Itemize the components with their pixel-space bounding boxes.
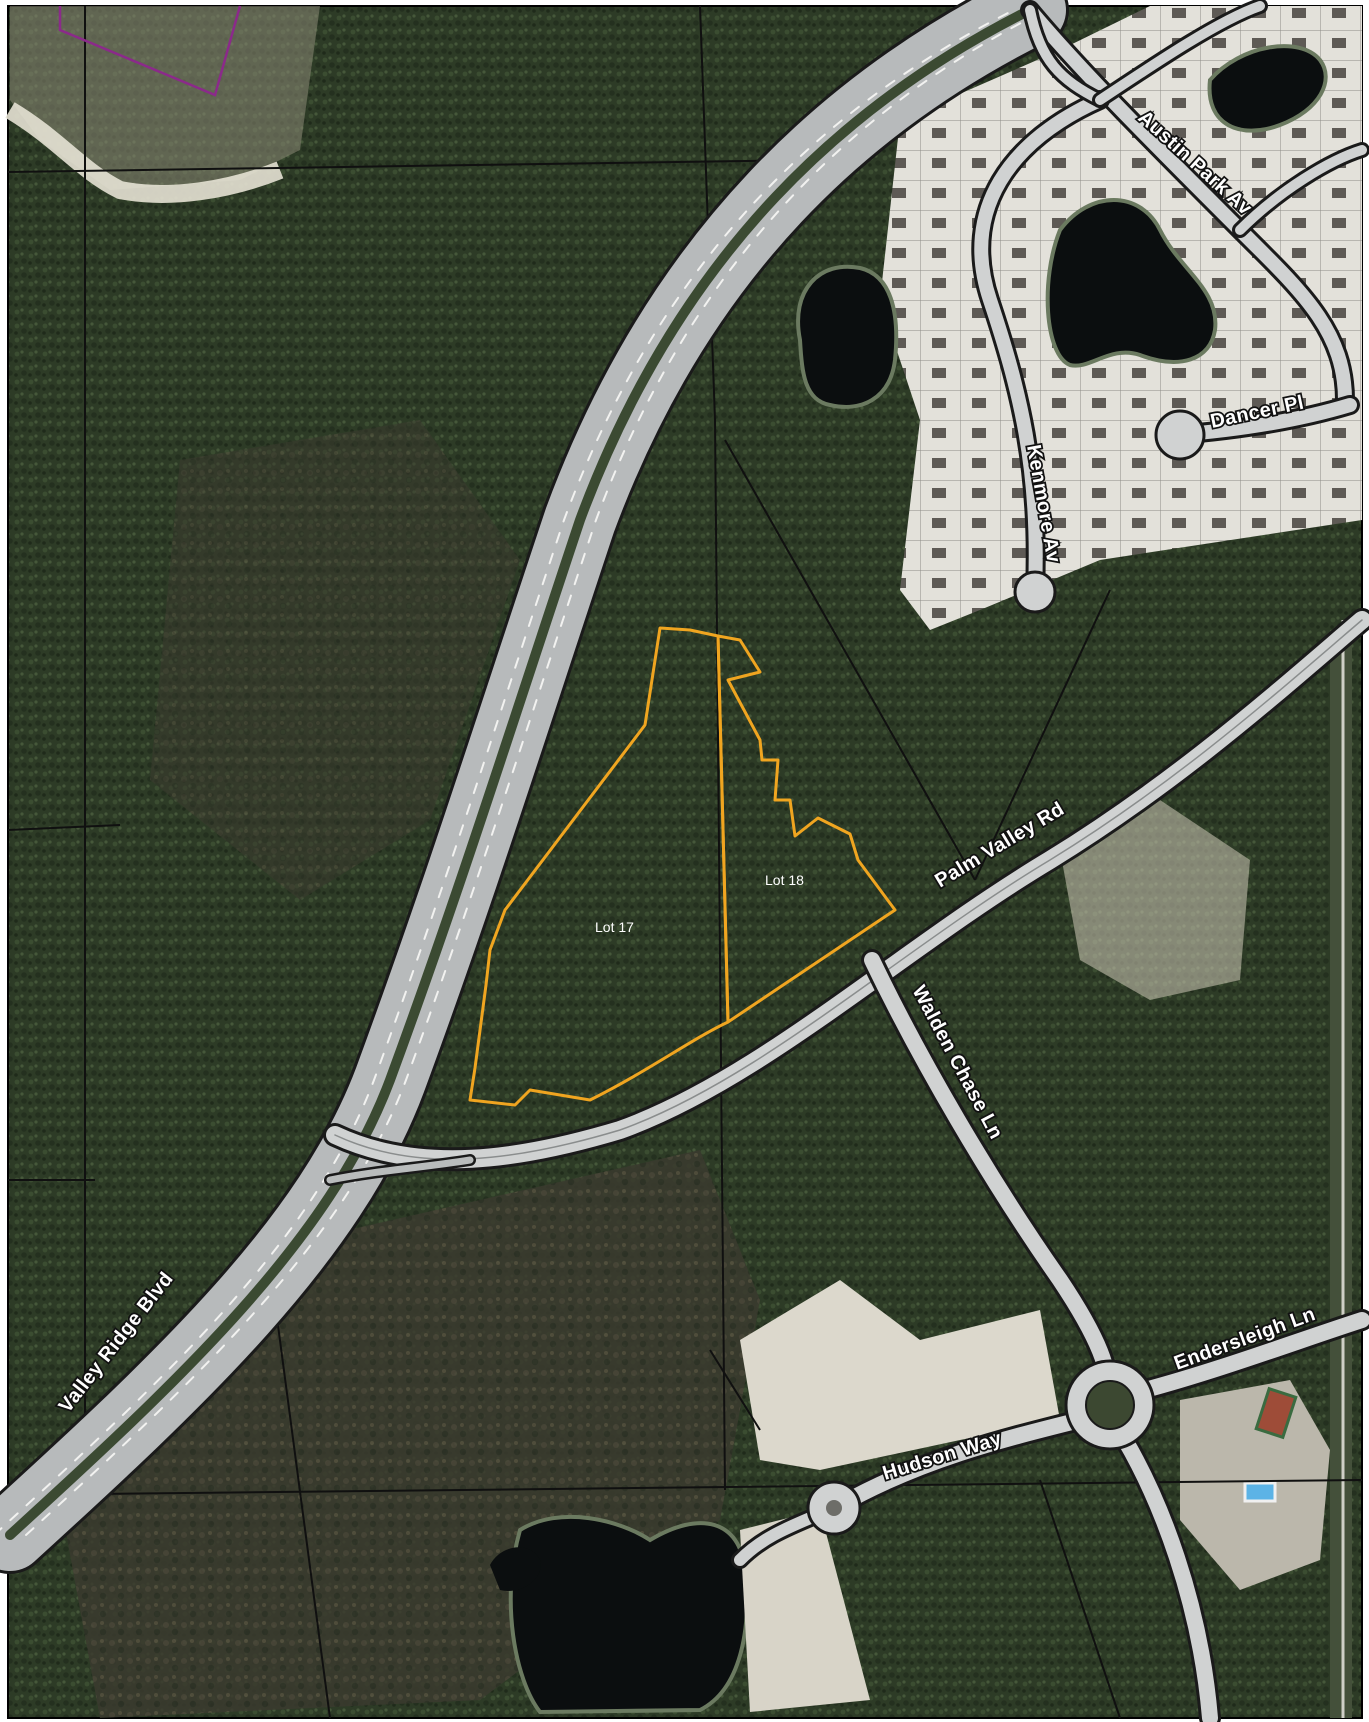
roundabout-island (1085, 1380, 1135, 1430)
forest-brown-area (150, 420, 520, 900)
jurisdiction-boundary (58, 5, 242, 97)
lot-17-label: Lot 17 (595, 919, 634, 935)
tennis-court (1254, 1386, 1298, 1440)
cleared-lot (740, 1510, 870, 1712)
sand-clearing (1060, 800, 1250, 1000)
sand-track (5, 102, 284, 203)
road-nodes (806, 409, 1206, 1536)
lot-18-outline (716, 634, 897, 1024)
cul-de-sac-center (826, 1500, 842, 1516)
lot-17-outline (468, 626, 730, 1107)
sand-clearing (10, 6, 320, 190)
pond (1045, 198, 1218, 368)
lot-18-label: Lot 18 (765, 872, 804, 888)
subject-parcels (468, 626, 897, 1107)
pond (508, 1514, 749, 1715)
pond (1207, 44, 1328, 133)
parcel-lines (7, 5, 1363, 1719)
cul-de-sac (1013, 570, 1057, 614)
cleared-lot (740, 1280, 1060, 1470)
pool (1243, 1481, 1277, 1503)
cul-de-sac (1154, 409, 1206, 461)
pond (796, 264, 899, 409)
east-strip (1330, 630, 1352, 1718)
pond (490, 1547, 541, 1591)
